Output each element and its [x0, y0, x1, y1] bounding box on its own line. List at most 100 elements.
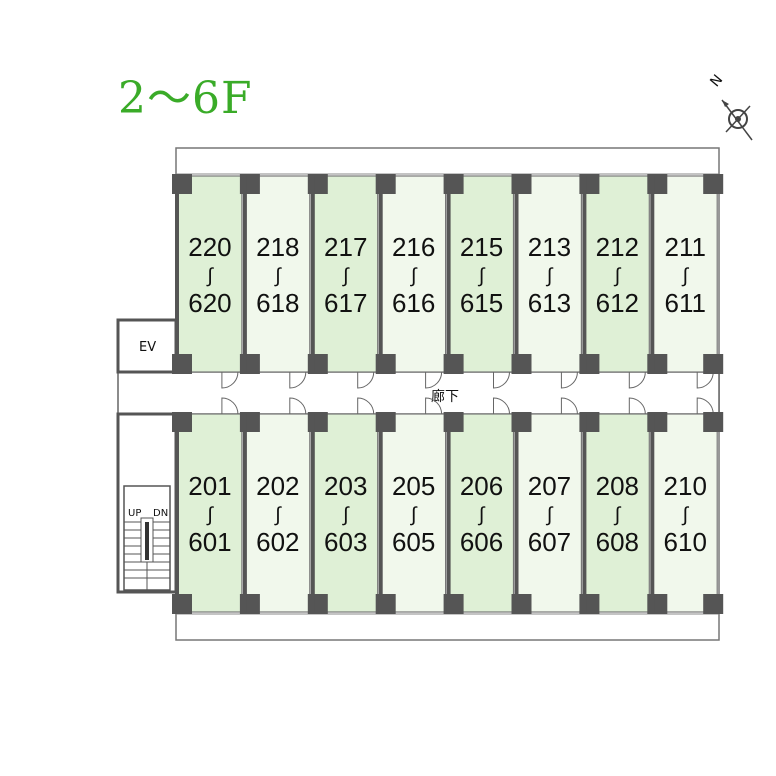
- room-number-top: 218: [256, 232, 299, 262]
- pillar: [703, 354, 724, 374]
- room-number-bottom: 602: [256, 527, 299, 557]
- partition-wall: [514, 414, 519, 612]
- room-range-separator: ∫: [342, 504, 350, 526]
- room-fill: [449, 175, 515, 373]
- partition-wall: [175, 414, 179, 612]
- door-swing: [493, 397, 510, 415]
- room-range-separator: ∫: [546, 265, 554, 287]
- room-number-bottom: 601: [188, 527, 231, 557]
- pillar: [703, 412, 724, 432]
- room-range-separator: ∫: [206, 265, 214, 287]
- partition-wall: [446, 176, 451, 372]
- south-room-202: 202 ∫602: [239, 397, 311, 614]
- room-number-bottom: 618: [256, 288, 299, 318]
- room-range-separator: ∫: [682, 504, 690, 526]
- partition-wall: [446, 414, 451, 612]
- room-range-separator: ∫: [478, 504, 486, 526]
- door-swing: [357, 397, 375, 415]
- floor-title: 2〜6F: [118, 73, 253, 124]
- partition-wall: [378, 176, 383, 372]
- room-number-bottom: 608: [596, 527, 639, 557]
- stair-dn-label: DN: [153, 508, 168, 519]
- room-range-separator: ∫: [274, 265, 282, 287]
- room-fill: [652, 175, 718, 373]
- room-fill: [381, 413, 447, 613]
- north-room-215: 215 ∫615: [443, 174, 515, 389]
- partition-wall: [175, 176, 179, 372]
- room-range-separator: ∫: [478, 265, 486, 287]
- room-number-top: 203: [324, 471, 367, 501]
- stair-up-label: UP: [128, 508, 141, 519]
- room-fill: [584, 413, 650, 613]
- room-fill: [516, 175, 583, 373]
- room-fill: [313, 175, 379, 373]
- room-number-bottom: 612: [596, 288, 639, 318]
- room-number-bottom: 616: [392, 288, 435, 318]
- south-room-210: 210∫610: [647, 397, 718, 614]
- pillar: [703, 594, 724, 614]
- door-swing: [425, 397, 443, 415]
- room-fill: [449, 413, 515, 613]
- partition-wall: [310, 176, 315, 372]
- room-number-top: 216: [392, 232, 435, 262]
- room-range-separator: ∫: [614, 504, 622, 526]
- room-fill: [313, 413, 379, 613]
- north-room-218: 218 ∫618: [239, 174, 311, 389]
- door-swing: [221, 397, 239, 415]
- partition-wall: [242, 414, 247, 612]
- north-rooms: 220∫620218∫618217∫617216∫616215∫615213∫6…: [172, 174, 724, 389]
- north-room-217: 217∫617: [307, 174, 379, 389]
- corridor-label: 廊下: [431, 388, 459, 405]
- room-number-bottom: 605: [392, 527, 435, 557]
- room-range-separator: ∫: [274, 504, 282, 526]
- south-room-201: 201 ∫601: [172, 397, 243, 614]
- room-number-bottom: 603: [324, 527, 367, 557]
- room-range-separator: ∫: [682, 265, 690, 287]
- south-room-205: 205∫605: [375, 397, 447, 614]
- room-number-bottom: 617: [324, 288, 367, 318]
- room-number-top: 211: [665, 232, 706, 262]
- room-number-top: 202: [256, 471, 299, 501]
- north-room-216: 216 ∫616: [375, 174, 447, 389]
- room-number-top: 210: [664, 471, 707, 501]
- door-swing: [696, 397, 714, 415]
- partition-wall: [582, 414, 587, 612]
- room-range-separator: ∫: [206, 504, 214, 526]
- room-fill: [381, 175, 447, 373]
- room-fill: [177, 413, 243, 613]
- pillar: [703, 174, 724, 194]
- room-number-top: 208: [596, 471, 639, 501]
- corridor: [117, 371, 720, 415]
- ev-label: EV: [139, 340, 156, 355]
- south-room-203: 203 ∫603: [307, 397, 379, 614]
- room-number-top: 201: [188, 471, 231, 501]
- door-swing: [560, 397, 578, 415]
- room-range-separator: ∫: [410, 265, 418, 287]
- room-number-top: 212: [596, 232, 639, 262]
- room-number-top: 205: [392, 471, 435, 501]
- room-fill: [245, 175, 311, 373]
- partition-wall: [650, 414, 655, 612]
- partition-wall: [378, 414, 383, 612]
- south-rooms: 201∫601202∫602203∫603205∫605206∫606207∫6…: [172, 397, 724, 614]
- room-range-separator: ∫: [614, 265, 622, 287]
- door-swing: [493, 371, 510, 389]
- stair-rail: [145, 522, 149, 560]
- south-room-206: 206∫606: [443, 397, 515, 614]
- door-swing: [289, 371, 307, 389]
- door-swing: [628, 371, 646, 389]
- room-number-top: 217: [324, 232, 367, 262]
- room-number-bottom: 611: [665, 288, 706, 318]
- door-swing: [221, 371, 239, 389]
- door-swing: [628, 397, 646, 415]
- room-fill: [652, 413, 718, 613]
- room-fill: [245, 413, 311, 613]
- partition-wall: [242, 176, 247, 372]
- room-number-top: 215: [460, 232, 503, 262]
- room-number-bottom: 615: [460, 288, 503, 318]
- north-room-212: 212 ∫612: [579, 174, 650, 389]
- room-fill: [584, 175, 650, 373]
- room-range-separator: ∫: [546, 504, 554, 526]
- room-fill: [177, 175, 243, 373]
